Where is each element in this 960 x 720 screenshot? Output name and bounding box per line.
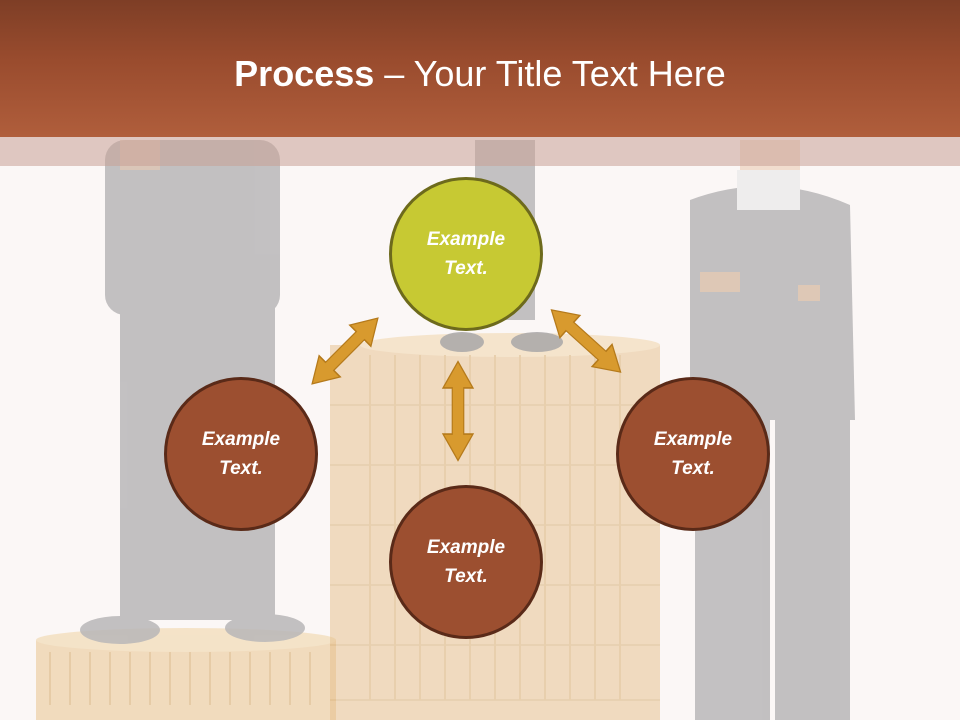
coin-stack-left — [36, 628, 336, 720]
process-node-top[interactable]: Example Text. — [389, 177, 543, 331]
title-rest: – Your Title Text Here — [374, 53, 726, 94]
double-arrow-vertical-icon — [442, 360, 474, 462]
businessman-right — [690, 140, 855, 720]
process-node-right[interactable]: Example Text. — [616, 377, 770, 531]
node-left-text: Example Text. — [201, 429, 281, 479]
title-bar — [0, 0, 960, 137]
title-band — [0, 137, 960, 166]
node-bottom-text: Example Text. — [426, 537, 506, 587]
node-top-text: Example Text. — [426, 229, 506, 279]
double-arrow-left-icon — [300, 306, 390, 396]
node-right-text: Example Text. — [653, 429, 733, 479]
slide-title[interactable]: Process – Your Title Text Here — [0, 52, 960, 96]
double-arrow-right-icon — [540, 298, 632, 384]
process-node-bottom[interactable]: Example Text. — [389, 485, 543, 639]
process-node-left[interactable]: Example Text. — [164, 377, 318, 531]
title-bold: Process — [234, 53, 375, 94]
